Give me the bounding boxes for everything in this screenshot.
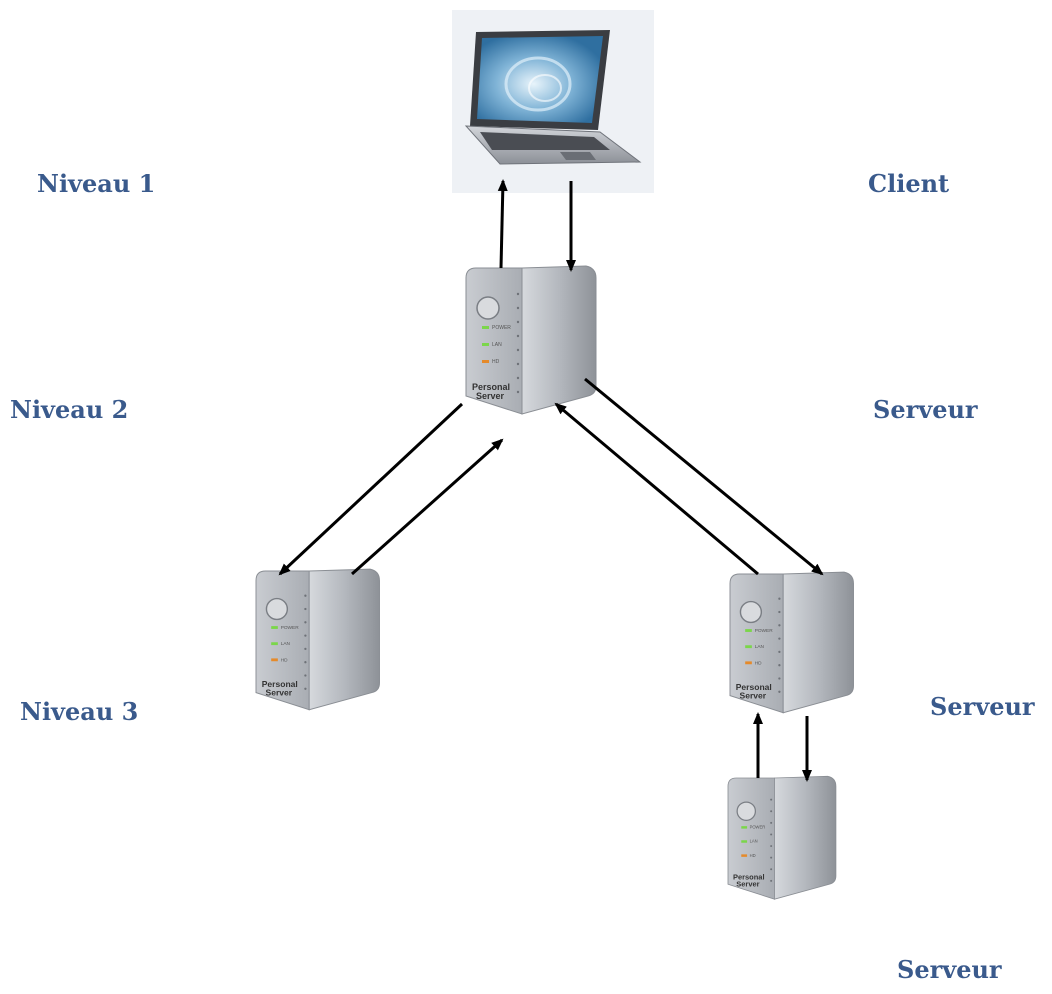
device-brand-line1: Personal — [262, 679, 298, 689]
led-power-text: POWER — [755, 628, 774, 634]
led-lan-text: LAN — [492, 342, 502, 348]
led-hd-text: HD — [492, 359, 500, 365]
led-lan-text: LAN — [755, 644, 765, 650]
led-power-text: POWER — [281, 625, 300, 631]
arrow-server2-to-right-server — [584, 377, 824, 576]
client-role-label: Client — [868, 169, 950, 198]
server-icon-level-3-right: POWER LAN HD Personal Server — [729, 571, 854, 714]
led-lan-text: LAN — [281, 641, 291, 647]
device-brand-line1: Personal — [733, 872, 765, 881]
server-role-label-level-3: Serveur — [930, 692, 1035, 721]
server-icon-level-2: POWER LAN HD Personal Server — [465, 265, 597, 415]
device-brand-line2: Server — [266, 687, 293, 697]
level-3-label: Niveau 3 — [20, 697, 139, 726]
laptop-client-icon — [452, 10, 654, 193]
arrow-server2-to-left-server — [278, 402, 464, 576]
device-brand-line2: Server — [740, 690, 767, 700]
arrow-left-server-to-server2 — [351, 438, 504, 576]
server-role-label-level-4: Serveur — [897, 955, 1002, 984]
led-lan-text: LAN — [750, 839, 758, 844]
led-power-text: POWER — [492, 325, 511, 331]
level-2-label: Niveau 2 — [10, 395, 129, 424]
device-brand-line2: Server — [736, 880, 759, 889]
server-role-label-level-2: Serveur — [873, 395, 978, 424]
level-1-label: Niveau 1 — [37, 169, 156, 198]
server-icon-level-4: POWER LAN HD Personal Server — [727, 775, 837, 900]
device-brand-line2: Server — [476, 391, 505, 401]
arrow-right-server-to-server2 — [554, 402, 759, 576]
led-hd-text: HD — [281, 657, 288, 663]
device-brand-line1: Personal — [736, 682, 772, 692]
led-power-text: POWER — [750, 825, 766, 830]
server-icon-level-3-left: POWER LAN HD Personal Server — [255, 568, 380, 711]
led-hd-text: HD — [750, 853, 756, 858]
arrow-server2-to-client — [497, 179, 508, 269]
led-hd-text: HD — [755, 660, 762, 666]
device-brand-line1: Personal — [472, 382, 510, 392]
